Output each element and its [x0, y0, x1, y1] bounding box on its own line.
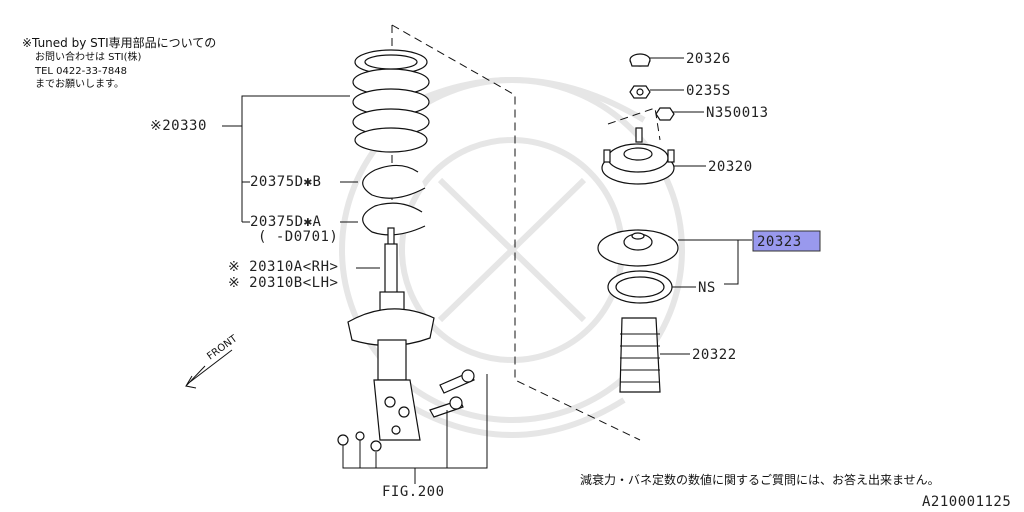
rubber-seat — [607, 270, 673, 304]
diagram-id: A210001125 — [922, 494, 1011, 510]
label-strut-lh[interactable]: ※ 20310B<LH> — [228, 275, 338, 291]
label-ns[interactable]: NS — [698, 280, 716, 296]
label-seat-a-note: ( -D0701) — [258, 229, 338, 245]
sti-note-line2: お問い合わせは STI(株) — [35, 50, 141, 63]
label-mount[interactable]: 20320 — [708, 159, 753, 175]
right-callouts: 20326 0235S N350013 20320 20323 NS 20322 — [650, 51, 821, 363]
flange-nut — [655, 107, 675, 121]
label-strut-rh[interactable]: ※ 20310A<RH> — [228, 259, 338, 275]
watermark-emblem — [339, 77, 685, 438]
spring-seat-b — [362, 164, 426, 199]
label-nut2[interactable]: N350013 — [706, 105, 769, 121]
spring-seat-a — [362, 202, 426, 236]
label-coil-spring[interactable]: ※20330 — [150, 118, 207, 134]
label-cap[interactable]: 20326 — [686, 51, 731, 67]
label-bearing[interactable]: 20323 — [757, 234, 802, 250]
assembly-guide-lines — [391, 24, 641, 441]
left-callouts: ※20330 20375D✱B 20375D✱A ( -D0701) ※ 203… — [150, 95, 380, 291]
sti-note-line4: までお願いします。 — [35, 78, 124, 90]
sti-note-line3: TEL 0422-33-7848 — [34, 66, 127, 77]
dust-boot — [619, 317, 661, 393]
strut-assembly — [347, 227, 435, 441]
strut-mount — [601, 107, 675, 185]
coil-spring — [352, 49, 430, 153]
sti-note-line1: ※Tuned by STI専用部品についての — [22, 35, 216, 50]
front-direction-arrow: FRONT — [185, 333, 240, 389]
strut-bolts — [337, 369, 475, 452]
fig-reference-bracket: FIG.200 — [342, 374, 488, 500]
label-seat-b[interactable]: 20375D✱B — [250, 174, 321, 190]
footer-note: 減衰力・バネ定数の数値に関するご質問には、お答え出来ません。 — [580, 472, 940, 487]
fig-reference-label[interactable]: FIG.200 — [382, 484, 445, 500]
bearing-plate — [597, 229, 679, 267]
top-cap — [629, 53, 651, 67]
front-label: FRONT — [205, 333, 240, 363]
highlight-box — [752, 230, 821, 252]
label-nut[interactable]: 0235S — [686, 83, 731, 99]
sti-note: ※Tuned by STI専用部品についての お問い合わせは STI(株) TE… — [22, 35, 216, 90]
label-boot[interactable]: 20322 — [692, 347, 737, 363]
self-lock-nut — [629, 85, 651, 99]
label-seat-a[interactable]: 20375D✱A — [250, 214, 322, 230]
